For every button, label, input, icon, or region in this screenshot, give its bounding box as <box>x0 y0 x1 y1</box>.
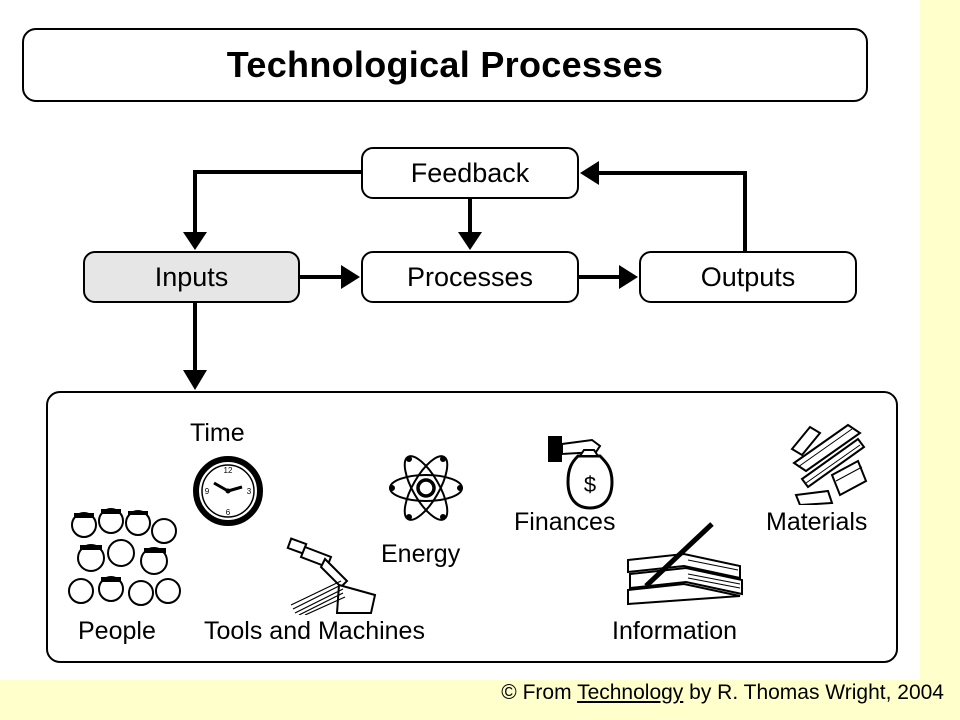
energy-label: Energy <box>381 540 461 568</box>
processes-node: Processes <box>361 251 579 303</box>
outputs-label: Outputs <box>700 261 796 292</box>
people-icon <box>68 508 181 606</box>
svg-text:6: 6 <box>226 508 231 517</box>
caption-book-title: Technology <box>577 681 684 704</box>
tools-label: Tools and Machines <box>204 617 425 645</box>
caption-suffix: by R. Thomas Wright, 2004 <box>683 681 944 704</box>
title-box: Technological Processes <box>22 28 868 102</box>
finances-label: Finances <box>514 508 616 536</box>
atom-icon <box>389 455 463 521</box>
money-bag-icon: $ <box>548 436 614 510</box>
diagram-title: Technological Processes <box>226 44 664 85</box>
arrow-feedback-to-inputs <box>193 170 361 234</box>
inputs-node: Inputs <box>83 251 300 303</box>
arrow-outputs-to-feedback <box>597 171 747 251</box>
feedback-node: Feedback <box>361 147 579 199</box>
inputs-panel <box>46 391 898 663</box>
svg-text:12: 12 <box>224 466 233 475</box>
people-label: People <box>78 617 156 645</box>
copyright-caption: © From Technology by R. Thomas Wright, 2… <box>501 681 944 705</box>
svg-text:$: $ <box>584 472 596 497</box>
svg-text:3: 3 <box>247 487 252 496</box>
svg-text:9: 9 <box>205 487 210 496</box>
lumber-icon <box>790 423 868 505</box>
time-label: Time <box>190 419 245 447</box>
tools-icon <box>286 537 377 615</box>
outputs-node: Outputs <box>639 251 857 303</box>
caption-prefix: © From <box>501 681 578 704</box>
processes-label: Processes <box>406 261 534 292</box>
books-icon <box>627 522 743 606</box>
materials-label: Materials <box>766 508 868 536</box>
feedback-label: Feedback <box>410 157 530 188</box>
bottom-accent-band <box>0 680 960 720</box>
side-accent-band <box>920 0 960 720</box>
information-label: Information <box>612 617 738 645</box>
clock-icon: 12 3 6 9 <box>193 456 263 526</box>
inputs-label: Inputs <box>154 261 229 292</box>
